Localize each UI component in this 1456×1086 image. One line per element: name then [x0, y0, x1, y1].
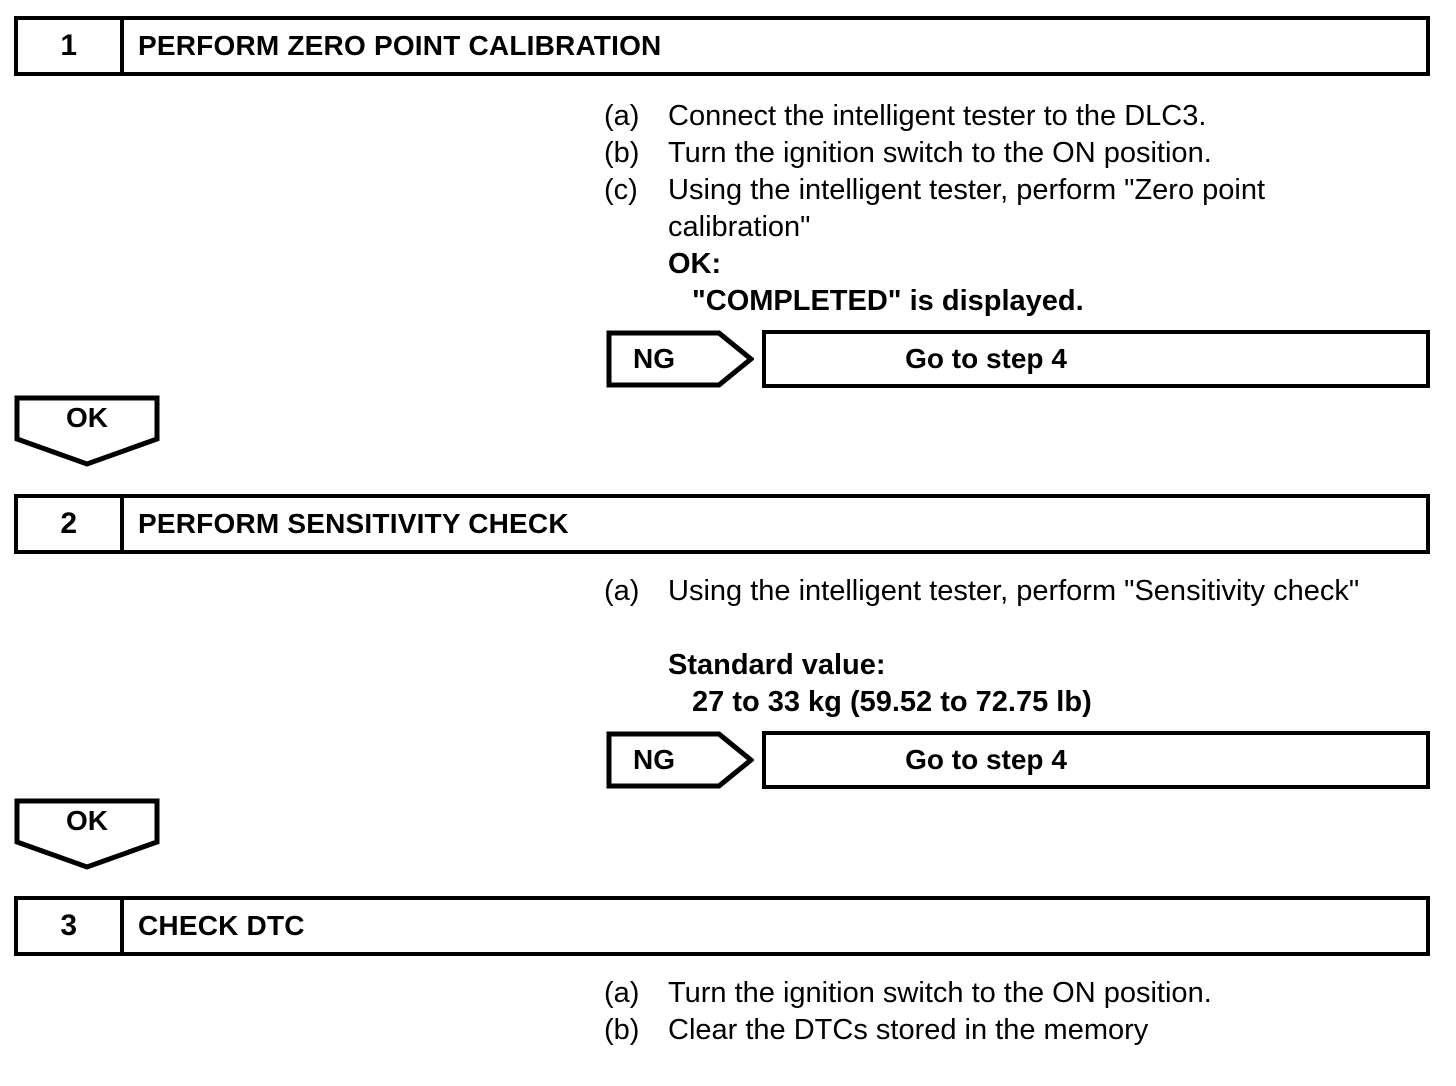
goto-box-1-label: Go to step 4: [905, 343, 1067, 374]
instruction-label: (b): [604, 1014, 640, 1046]
step-2-instructions: (a) Using the intelligent tester, perfor…: [604, 573, 1359, 721]
instruction-text: Turn the ignition switch to the ON posit…: [668, 137, 1212, 169]
step-1-instructions: (a) Connect the intelligent tester to th…: [604, 98, 1265, 320]
instruction-text: Using the intelligent tester, perform "Z…: [668, 174, 1266, 206]
ok-pentagon-shape: [14, 395, 160, 467]
step-number-2: 2: [18, 498, 124, 550]
instruction-text: Turn the ignition switch to the ON posit…: [668, 977, 1212, 1009]
pass-arrow-ok-1: OK: [14, 395, 160, 467]
step-header-1: 1 PERFORM ZERO POINT CALIBRATION: [14, 16, 1430, 76]
instruction-text: Clear the DTCs stored in the memory: [668, 1014, 1149, 1046]
instruction-text: Using the intelligent tester, perform "S…: [668, 575, 1360, 607]
result-value-1: "COMPLETED" is displayed.: [692, 285, 1084, 317]
goto-box-2-label: Go to step 4: [905, 744, 1067, 775]
goto-box-1[interactable]: Go to step 4: [762, 330, 1430, 388]
instruction-item: (b) Turn the ignition switch to the ON p…: [604, 135, 1265, 172]
instruction-item: (a) Connect the intelligent tester to th…: [604, 98, 1265, 135]
instruction-continuation: calibration": [668, 211, 811, 243]
branch-arrow-ng-1: NG: [606, 330, 754, 388]
ng-pentagon-shape: [606, 731, 754, 789]
ok-pentagon-shape: [14, 798, 160, 870]
pass-arrow-ok-2: OK: [14, 798, 160, 870]
result-value-2: 27 to 33 kg (59.52 to 72.75 lb): [692, 686, 1092, 718]
step-title-2: PERFORM SENSITIVITY CHECK: [138, 508, 569, 539]
ng-pentagon-shape: [606, 330, 754, 388]
instruction-item: (a) Using the intelligent tester, perfor…: [604, 573, 1359, 610]
goto-box-2[interactable]: Go to step 4: [762, 731, 1430, 789]
step-3-instructions: (a) Turn the ignition switch to the ON p…: [604, 975, 1212, 1049]
instruction-label: (c): [604, 174, 638, 206]
result-label-2: Standard value:: [668, 649, 886, 681]
step-title-1: PERFORM ZERO POINT CALIBRATION: [138, 30, 662, 61]
step-number-1: 1: [18, 20, 124, 72]
pass-arrow-ok-1-label: OK: [66, 402, 108, 433]
step-title-3: CHECK DTC: [138, 910, 305, 941]
instruction-label: (a): [604, 100, 640, 132]
instruction-label: (a): [604, 575, 640, 607]
step-header-2: 2 PERFORM SENSITIVITY CHECK: [14, 494, 1430, 554]
branch-arrow-ng-1-label: NG: [633, 343, 675, 374]
instruction-item: (b) Clear the DTCs stored in the memory: [604, 1012, 1212, 1049]
pass-arrow-ok-2-label: OK: [66, 805, 108, 836]
instruction-label: (b): [604, 137, 640, 169]
step-header-3: 3 CHECK DTC: [14, 896, 1430, 956]
instruction-label: (a): [604, 977, 640, 1009]
step-number-3: 3: [18, 900, 124, 952]
branch-arrow-ng-2: NG: [606, 731, 754, 789]
instruction-spacer: [604, 610, 1359, 647]
result-label-1: OK:: [668, 248, 722, 280]
instruction-item: (a) Turn the ignition switch to the ON p…: [604, 975, 1212, 1012]
instruction-item: (c) Using the intelligent tester, perfor…: [604, 172, 1265, 209]
instruction-text: Connect the intelligent tester to the DL…: [668, 100, 1207, 132]
branch-arrow-ng-2-label: NG: [633, 744, 675, 775]
